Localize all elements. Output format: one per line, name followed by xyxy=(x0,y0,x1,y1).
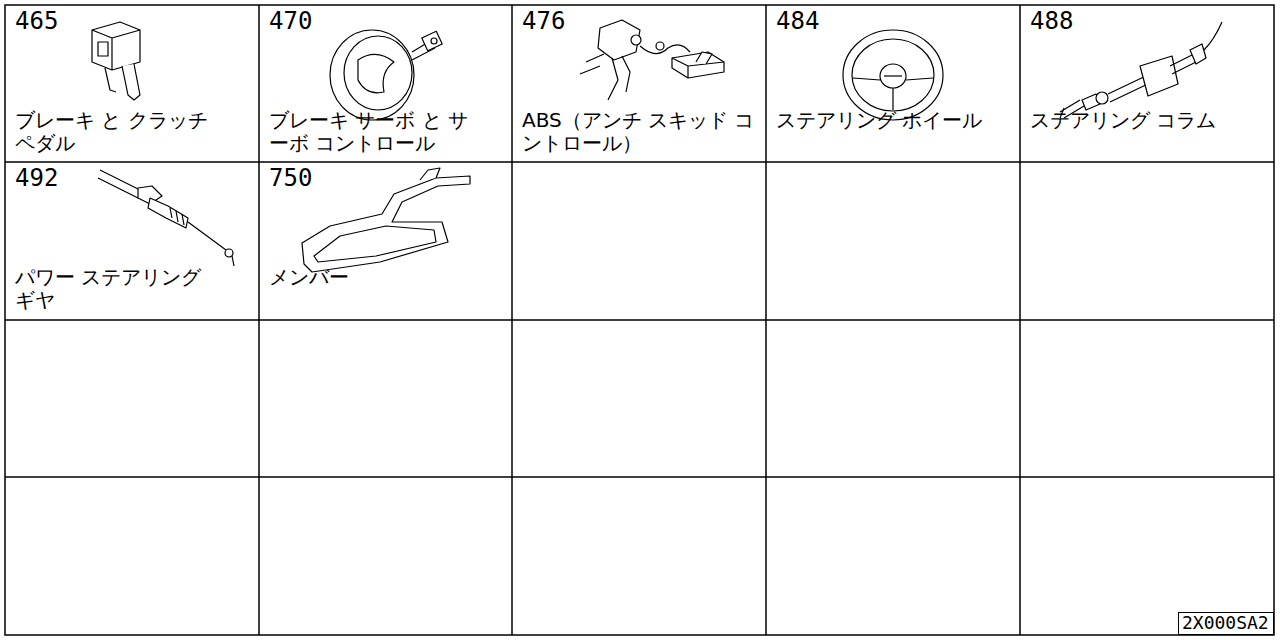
part-group-cell: 484 ステアリング ホイール xyxy=(766,5,1020,162)
group-name: パワー ステアリング ギヤ xyxy=(15,266,227,312)
group-name: メンバー xyxy=(269,266,481,289)
group-name: ブレーキ サーボ と サーボ コントロール xyxy=(269,109,481,155)
group-name: ブレーキ と クラッチ ペダル xyxy=(15,109,227,155)
part-group-cell: 476ABS（アンチ スキッド コントロール） xyxy=(512,5,766,162)
grid-lines xyxy=(5,5,1274,635)
part-group-cell: 488 ステアリング コラム xyxy=(1020,5,1274,162)
group-number: 488 xyxy=(1030,8,1073,34)
group-name: ステアリング ホイール xyxy=(776,109,1010,132)
drawing-code-box: 2X000SA2 xyxy=(1178,612,1274,635)
part-group-cell: 750 メンバー xyxy=(259,162,512,320)
group-number: 492 xyxy=(15,165,58,191)
group-number: 470 xyxy=(269,8,312,34)
part-group-cell: 492 パワー ステアリング ギヤ xyxy=(5,162,259,320)
group-name: ABS（アンチ スキッド コントロール） xyxy=(522,109,760,155)
part-sketches xyxy=(92,20,1222,272)
group-number: 476 xyxy=(522,8,565,34)
group-number: 484 xyxy=(776,8,819,34)
part-group-cell: 465 ブレーキ と クラッチ ペダル xyxy=(5,5,259,162)
group-number: 750 xyxy=(269,165,312,191)
part-group-cell: 470 ブレーキ サーボ と サーボ コントロール xyxy=(259,5,512,162)
group-name: ステアリング コラム xyxy=(1030,109,1264,132)
drawing-code: 2X000SA2 xyxy=(1179,613,1272,633)
group-number: 465 xyxy=(15,8,58,34)
